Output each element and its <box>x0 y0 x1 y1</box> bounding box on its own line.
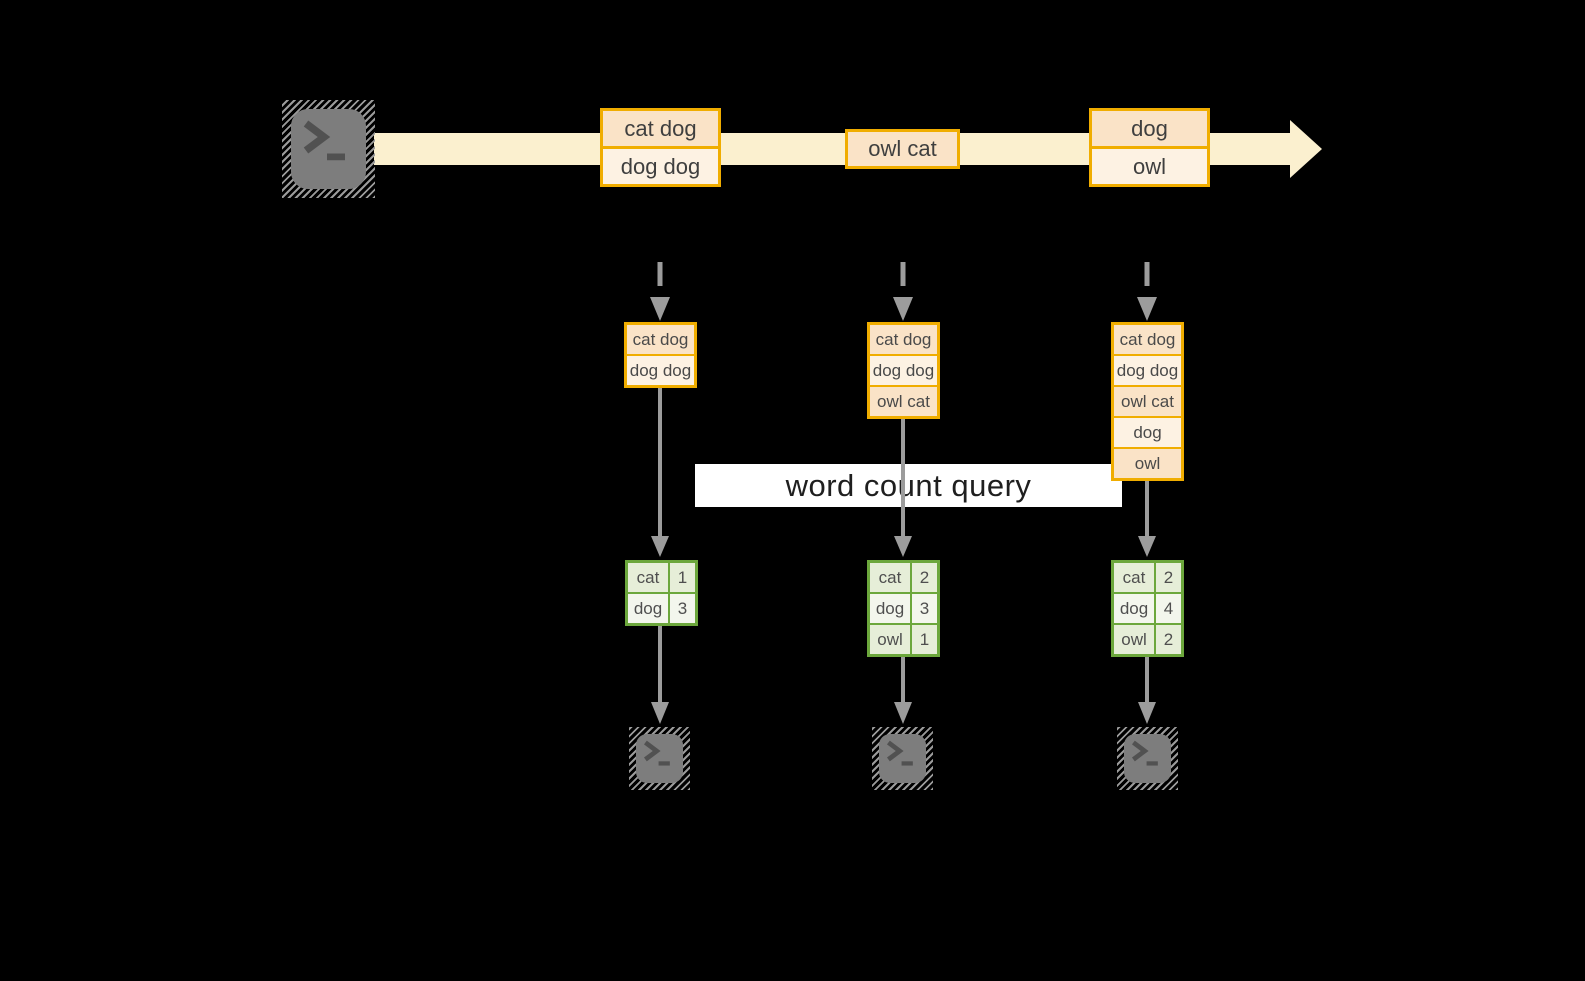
state-box-3: cat dog dog dog owl cat dog owl <box>1111 322 1184 481</box>
count-word: cat <box>878 567 902 587</box>
count-word: dog <box>875 598 905 618</box>
count-row: dog 3 <box>870 592 937 623</box>
query-label: word count query <box>785 467 1032 503</box>
count-word: dog <box>633 598 663 618</box>
count-table-2: cat 2 dog 3 owl 1 <box>867 560 940 657</box>
count-row: dog 4 <box>1114 592 1181 623</box>
state-line: dog dog <box>627 354 694 385</box>
stream-event-box-3: dog owl <box>1089 108 1210 187</box>
event-line: dog <box>1092 111 1207 146</box>
terminal-screen <box>879 734 926 783</box>
query-arrowhead-2-icon <box>894 536 912 557</box>
output-arrowhead-2-icon <box>894 702 912 724</box>
event-line: owl <box>1092 146 1207 184</box>
count-word: cat <box>636 567 660 587</box>
event-line: dog dog <box>603 146 718 184</box>
terminal-screen <box>1124 734 1171 783</box>
output-terminal-icon-1 <box>629 727 690 790</box>
count-value: 2 <box>1154 625 1181 654</box>
count-row: cat 2 <box>870 563 937 592</box>
output-arrowhead-3-icon <box>1138 702 1156 724</box>
stream-event-box-2: owl cat <box>845 129 960 169</box>
count-row: owl 1 <box>870 623 937 654</box>
state-line: owl cat <box>870 385 937 416</box>
stream-arrowhead-icon <box>1290 120 1322 178</box>
count-table-3: cat 2 dog 4 owl 2 <box>1111 560 1184 657</box>
state-line: dog <box>1114 416 1181 447</box>
terminal-prompt-icon <box>303 120 345 161</box>
count-value: 4 <box>1154 594 1181 623</box>
count-value: 1 <box>668 563 695 592</box>
count-value: 3 <box>910 594 937 623</box>
state-line: owl <box>1114 447 1181 478</box>
count-table-1: cat 1 dog 3 <box>625 560 698 626</box>
state-line: dog dog <box>870 354 937 385</box>
state-box-1: cat dog dog dog <box>624 322 697 388</box>
count-value: 1 <box>910 625 937 654</box>
dashed-arrows <box>650 262 1157 321</box>
query-arrowhead-1-icon <box>651 536 669 557</box>
count-row: cat 2 <box>1114 563 1181 592</box>
query-arrowhead-3-icon <box>1138 536 1156 557</box>
count-value: 2 <box>910 563 937 592</box>
terminal-screen <box>636 734 683 783</box>
state-line: cat dog <box>627 325 694 354</box>
terminal-screen <box>291 109 366 189</box>
count-row: owl 2 <box>1114 623 1181 654</box>
stream-event-box-1: cat dog dog dog <box>600 108 721 187</box>
state-line: dog dog <box>1114 354 1181 385</box>
count-value: 3 <box>668 594 695 623</box>
state-line: cat dog <box>1114 325 1181 354</box>
query-label-band: word count query <box>695 464 1122 507</box>
output-terminal-icon-3 <box>1117 727 1178 790</box>
output-arrowhead-1-icon <box>651 702 669 724</box>
count-word: owl <box>1121 629 1147 649</box>
state-line: owl cat <box>1114 385 1181 416</box>
dashed-arrowhead-1-icon <box>650 297 670 321</box>
count-word: owl <box>877 629 903 649</box>
count-row: dog 3 <box>628 592 695 623</box>
state-box-2: cat dog dog dog owl cat <box>867 322 940 419</box>
dashed-arrowhead-2-icon <box>893 297 913 321</box>
dashed-arrowhead-3-icon <box>1137 297 1157 321</box>
source-terminal-icon <box>282 100 375 198</box>
output-terminal-icon-2 <box>872 727 933 790</box>
count-value: 2 <box>1154 563 1181 592</box>
count-row: cat 1 <box>628 563 695 592</box>
state-line: cat dog <box>870 325 937 354</box>
event-line: cat dog <box>603 111 718 146</box>
terminal-prompt-icon <box>643 740 670 766</box>
terminal-prompt-icon <box>886 740 913 766</box>
event-line: owl cat <box>848 132 957 166</box>
terminal-prompt-icon <box>1131 740 1158 766</box>
count-word: cat <box>1122 567 1146 587</box>
count-word: dog <box>1119 598 1149 618</box>
